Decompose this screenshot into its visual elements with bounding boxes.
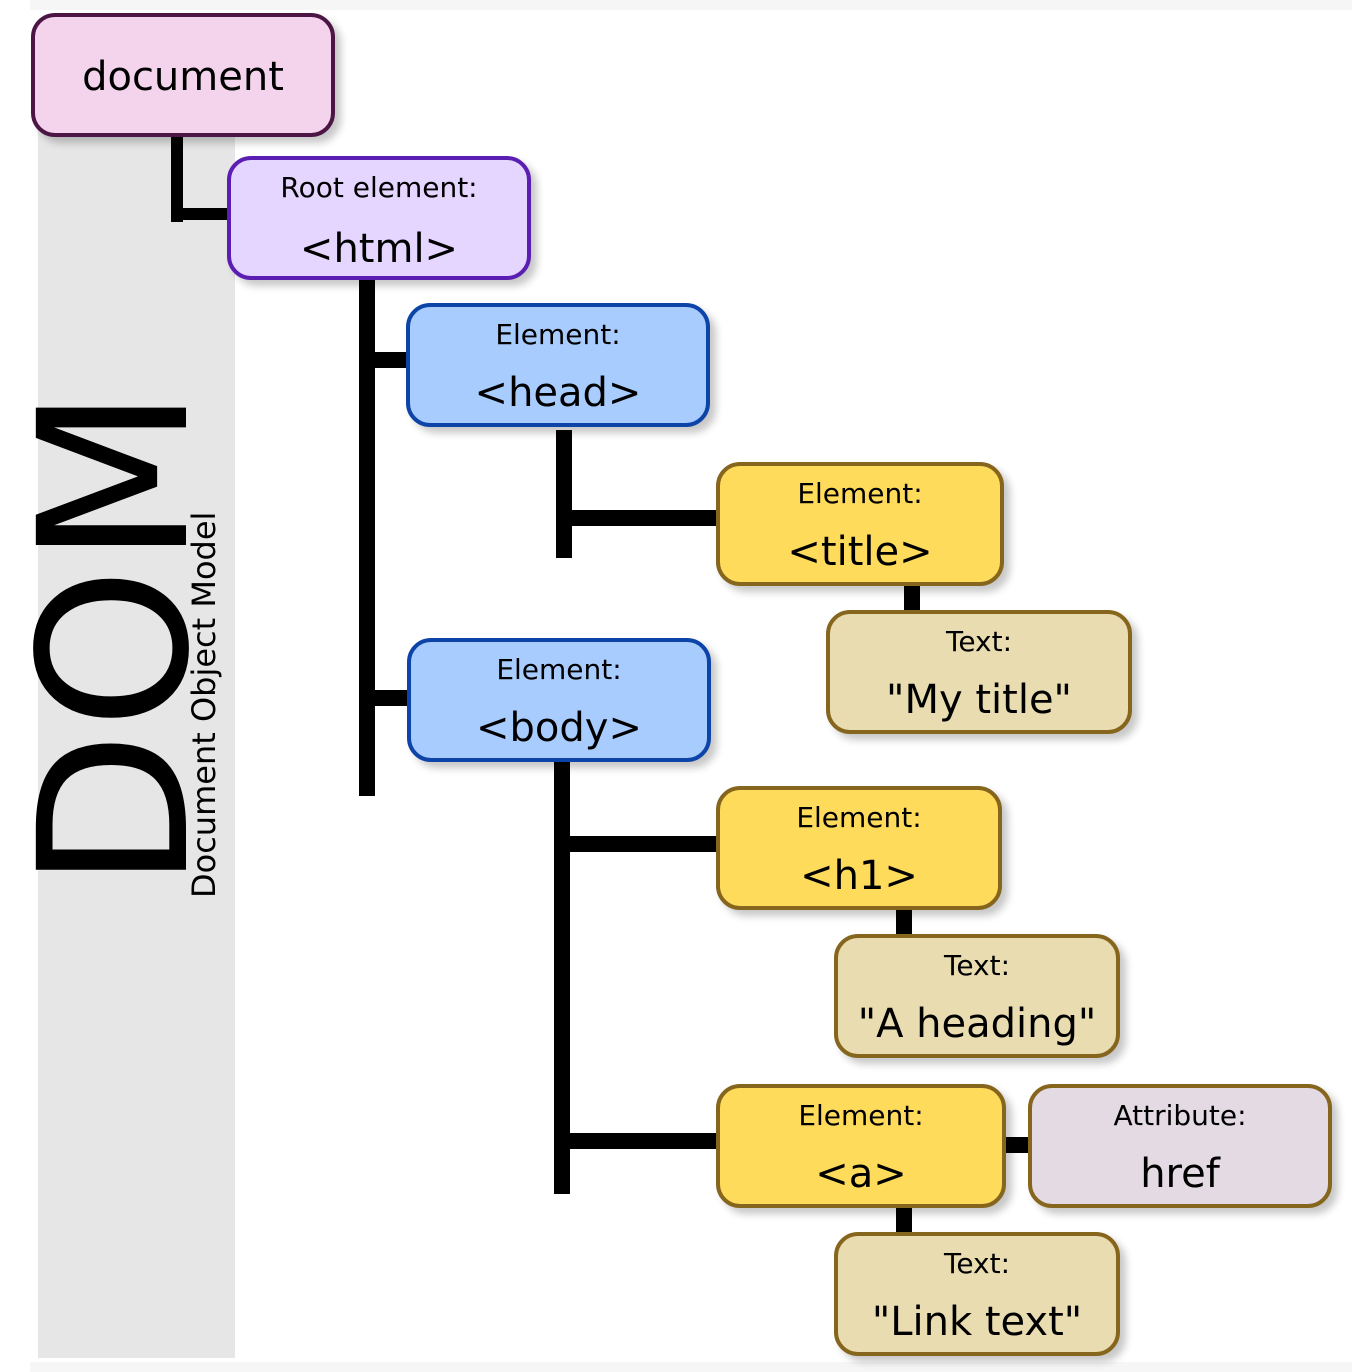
node-a-label: Element: [798,1099,924,1132]
node-a-attribute-label: Attribute: [1113,1099,1247,1132]
node-title-text-label: Text: [945,625,1013,658]
bottom-border [30,1362,1352,1372]
connector-a-to-text [896,1204,912,1238]
connector-a-to-attribute [1002,1137,1034,1153]
node-a-attribute-value: href [1140,1151,1220,1197]
node-h1-text-value: "A heading" [857,1001,1097,1047]
node-document-value: document [82,54,284,100]
node-a: Element: <a> [716,1084,1006,1208]
node-h1-text: Text: "A heading" [834,934,1120,1058]
node-h1: Element: <h1> [716,786,1002,910]
dom-subtitle: Document Object Model [185,511,223,898]
connector-body-to-h1 [554,836,720,852]
node-a-text: Text: "Link text" [834,1232,1120,1356]
node-a-text-value: "Link text" [871,1299,1083,1345]
connector-html-to-head [359,352,411,368]
node-body: Element: <body> [407,638,711,762]
connector-head-to-title [556,510,720,526]
node-html-label: Root element: [280,171,478,204]
node-title-text: Text: "My title" [826,610,1132,734]
node-h1-text-label: Text: [943,949,1011,982]
node-document: document [31,13,335,137]
node-a-text-label: Text: [943,1247,1011,1280]
title-sidebar [38,130,235,1358]
node-title-value: <title> [787,529,933,575]
node-a-attribute: Attribute: href [1028,1084,1332,1208]
node-title-label: Element: [797,477,923,510]
connector-document-to-html [171,208,231,220]
node-head-value: <head> [474,370,642,416]
node-head: Element: <head> [406,303,710,427]
node-html: Root element: <html> [227,156,531,280]
connector-title-to-text [904,582,920,616]
left-margin [0,0,30,1372]
node-body-label: Element: [496,653,622,686]
connector-h1-to-text [896,906,912,940]
connector-document-vertical [171,132,183,222]
node-head-label: Element: [495,318,621,351]
node-h1-label: Element: [796,801,922,834]
connector-head-trunk [556,430,572,558]
connector-html-trunk [359,280,375,796]
node-html-value: <html> [299,226,459,272]
node-title-text-value: "My title" [886,677,1072,723]
node-a-value: <a> [815,1151,907,1197]
dom-title: DOM [0,385,235,890]
node-body-value: <body> [476,705,642,751]
top-border [30,0,1352,10]
node-h1-value: <h1> [800,853,918,899]
connector-body-trunk [554,760,570,1194]
node-title: Element: <title> [716,462,1004,586]
connector-html-to-body [359,690,411,706]
connector-body-to-a [554,1133,720,1149]
